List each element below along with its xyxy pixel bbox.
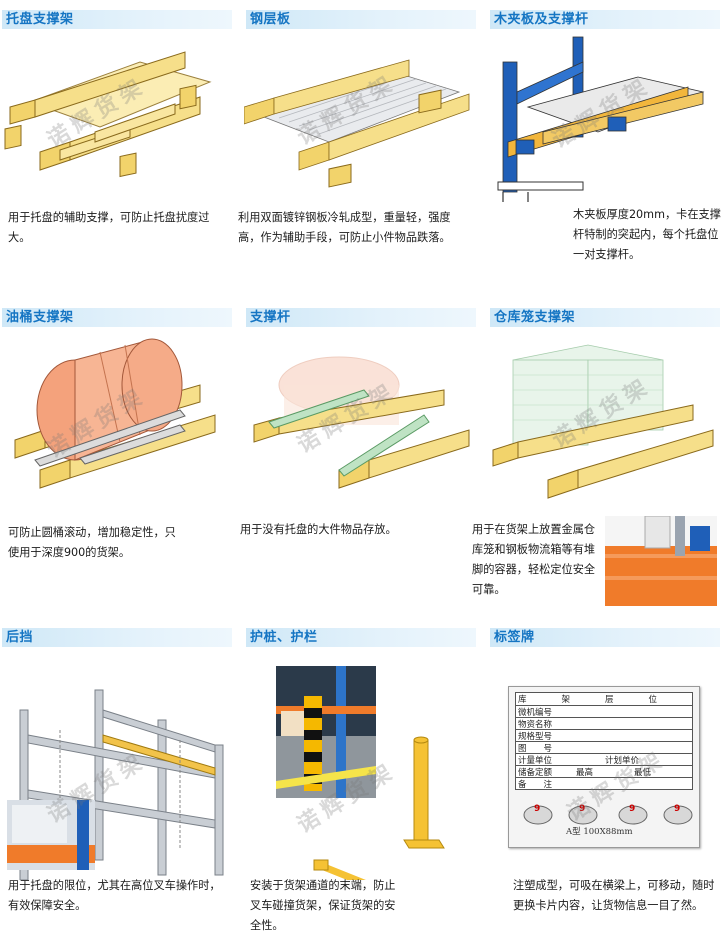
back-stop-illustration [19,689,224,880]
label-type-caption: A型 100X88mm [566,827,633,837]
guard-post-photo [276,666,376,798]
section-header: 托盘支撑架 [2,10,232,29]
label-field: 最高 [576,768,594,778]
section-header: 支撑杆 [246,308,476,327]
pallet-support-illustration [4,51,212,178]
label-field: 架 [561,695,571,705]
section-description: 可防止圆桶滚动，增加稳定性，只使用于深度900的货架。 [8,526,176,559]
product-back-stop: 后挡 用于托盘的限位，尤其在高位叉车操作时，有效保障安全。 [0,618,237,932]
back-stop-photo [7,800,95,870]
label-card-row: 规格型号 [516,730,692,742]
section-header: 护桩、护栏 [246,628,476,647]
label-card-row: 图 号 [516,742,692,754]
section-title: 钢层板 [250,12,291,27]
support-bar-illustration [253,356,470,489]
section-header: 后挡 [2,628,232,647]
product-steel-shelf: 钢层板 利用双面镀锌钢板冷轧成型，重量轻，强度高，作为辅助手段，可防止小件物品跌… [238,0,481,314]
clip-number: 9 [534,804,541,814]
clip-number: 9 [674,804,681,814]
product-pallet-support: 托盘支撑架 用于托盘的辅助支撑，可防止托盘扰度过大。 [0,0,237,314]
section-description: 利用双面镀锌钢板冷轧成型，重量轻，强度高，作为辅助手段，可防止小件物品跌落。 [238,211,451,244]
guard-rail-illustration [313,736,445,880]
product-cage-support: 仓库笼支撑架 用于在货架上放置金属仓库笼和钢板物流箱等有堆脚的容器，轻松定位安全… [472,298,725,612]
section-title: 标签牌 [494,630,535,645]
section-description: 用于在货架上放置金属仓库笼和钢板物流箱等有堆脚的容器，轻松定位安全可靠。 [472,523,596,596]
label-field: 计量单位 [518,756,553,766]
label-field: 最低 [634,768,652,778]
label-card-header-row: 库 架 层 位 [516,693,692,706]
label-field: 储备定额 [518,768,553,778]
cage-support-illustration [492,344,714,499]
section-title: 托盘支撑架 [6,12,74,27]
section-description: 安装于货架通道的末端，防止叉车碰撞货架，保证货架的安全性。 [250,879,396,932]
product-drum-support: 油桶支撑架 可防止圆桶滚动，增加稳定性，只使用于深度900的货架。 [0,298,237,612]
section-description: 木夹板厚度20mm，卡在支撑杆特制的突起内，每个托盘位一对支撑杆。 [573,208,721,261]
section-title: 后挡 [6,630,34,645]
clip-number: 9 [579,804,586,814]
section-title: 护桩、护栏 [250,630,318,645]
section-header: 木夹板及支撑杆 [490,10,720,29]
label-field: 库 [518,695,527,705]
section-title: 油桶支撑架 [6,310,74,325]
drum-support-illustration [14,338,216,489]
clip-number: 9 [629,804,636,814]
section-title: 支撑杆 [250,310,291,325]
label-card-quota-row: 储备定额 最高 最低 [516,766,692,778]
product-wood-board-support-bar: 木夹板及支撑杆 木夹板厚度20mm，卡在支撑杆特制的突起内，每个托盘位一对支撑杆… [488,0,725,314]
cage-photo [605,516,717,606]
product-label-tag: 标签牌 库 架 层 位 微机编号 物资名称 规格型号 图 号 计量单位 计划单价… [488,618,725,932]
label-field: 层 [605,695,614,705]
label-card-row: 微机编号 [516,706,692,718]
section-header: 油桶支撑架 [2,308,232,327]
wood-board-illustration [497,36,705,202]
section-header: 标签牌 [490,628,720,647]
section-description: 注塑成型，可吸在横梁上，可移动，随时更换卡片内容，让货物信息一目了然。 [513,879,715,912]
section-header: 仓库笼支撑架 [490,308,720,327]
label-card-row: 备 注 [518,780,553,790]
label-card-row: 物资名称 [516,718,692,730]
label-clips [523,805,693,825]
label-card: 库 架 层 位 微机编号 物资名称 规格型号 图 号 计量单位 计划单价 储备定… [508,686,700,848]
section-header: 钢层板 [246,10,476,29]
section-title: 木夹板及支撑杆 [494,12,589,27]
section-description: 用于没有托盘的大件物品存放。 [240,523,397,536]
section-description: 用于托盘的辅助支撑，可防止托盘扰度过大。 [8,211,210,244]
section-description: 用于托盘的限位，尤其在高位叉车操作时，有效保障安全。 [8,879,221,912]
label-field: 计划单价 [605,756,640,766]
label-field: 位 [648,695,658,705]
product-guard-post-rail: 护桩、护栏 安装于货架通道的末端，防止叉车碰撞货架，保证货架的安全性。 [244,618,481,932]
section-title: 仓库笼支撑架 [494,310,576,325]
steel-shelf-illustration [244,59,470,188]
label-card-unit-row: 计量单位 计划单价 [516,754,692,766]
product-support-bar: 支撑杆 用于没有托盘的大件物品存放。 [240,298,481,612]
